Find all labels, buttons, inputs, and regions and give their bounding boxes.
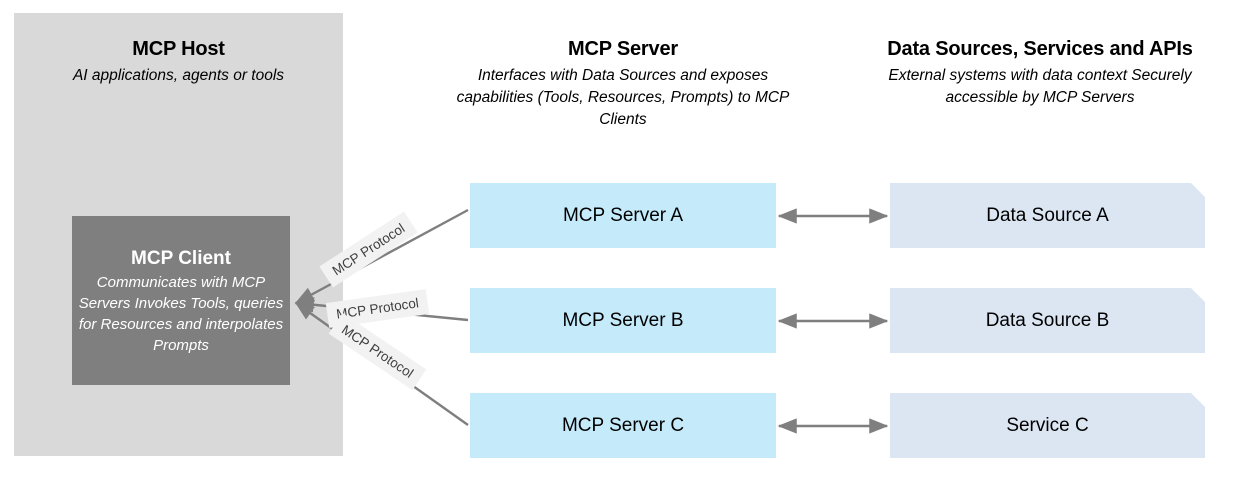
data-sources-title: Data Sources, Services and APIs: [887, 38, 1193, 60]
mcp-server-b-box[interactable]: MCP Server B: [470, 288, 776, 353]
mcp-server-c-box[interactable]: MCP Server C: [470, 393, 776, 458]
service-c-box[interactable]: Service C: [890, 393, 1205, 458]
column-heading-host: MCP Host AI applications, agents or tool…: [14, 36, 343, 87]
server-datasource-connectors: [777, 208, 889, 434]
mcp-server-a-label: MCP Server A: [562, 204, 684, 226]
mcp-protocol-label-c: MCP Protocol: [328, 312, 427, 391]
data-source-a-box[interactable]: Data Source A: [890, 183, 1205, 248]
column-heading-server: MCP Server Interfaces with Data Sources …: [455, 36, 791, 131]
service-c-label: Service C: [1006, 414, 1089, 436]
data-source-a-label: Data Source A: [986, 204, 1109, 226]
data-source-b-label: Data Source B: [985, 309, 1110, 331]
mcp-client-title: MCP Client: [131, 247, 231, 269]
mcp-server-c-label: MCP Server C: [561, 414, 685, 436]
mcp-client-subtitle: Communicates with MCP Servers Invokes To…: [78, 273, 284, 354]
host-subtitle: AI applications, agents or tools: [72, 67, 285, 84]
data-sources-subtitle: External systems with data context Secur…: [888, 67, 1192, 106]
column-heading-data-sources: Data Sources, Services and APIs External…: [860, 36, 1220, 109]
data-source-b-box[interactable]: Data Source B: [890, 288, 1205, 353]
mcp-client-box[interactable]: MCP Client Communicates with MCP Servers…: [72, 216, 290, 385]
host-title: MCP Host: [132, 38, 225, 60]
mcp-server-b-label: MCP Server B: [562, 309, 684, 331]
server-title: MCP Server: [568, 38, 678, 60]
mcp-server-a-box[interactable]: MCP Server A: [470, 183, 776, 248]
server-subtitle: Interfaces with Data Sources and exposes…: [456, 67, 790, 128]
